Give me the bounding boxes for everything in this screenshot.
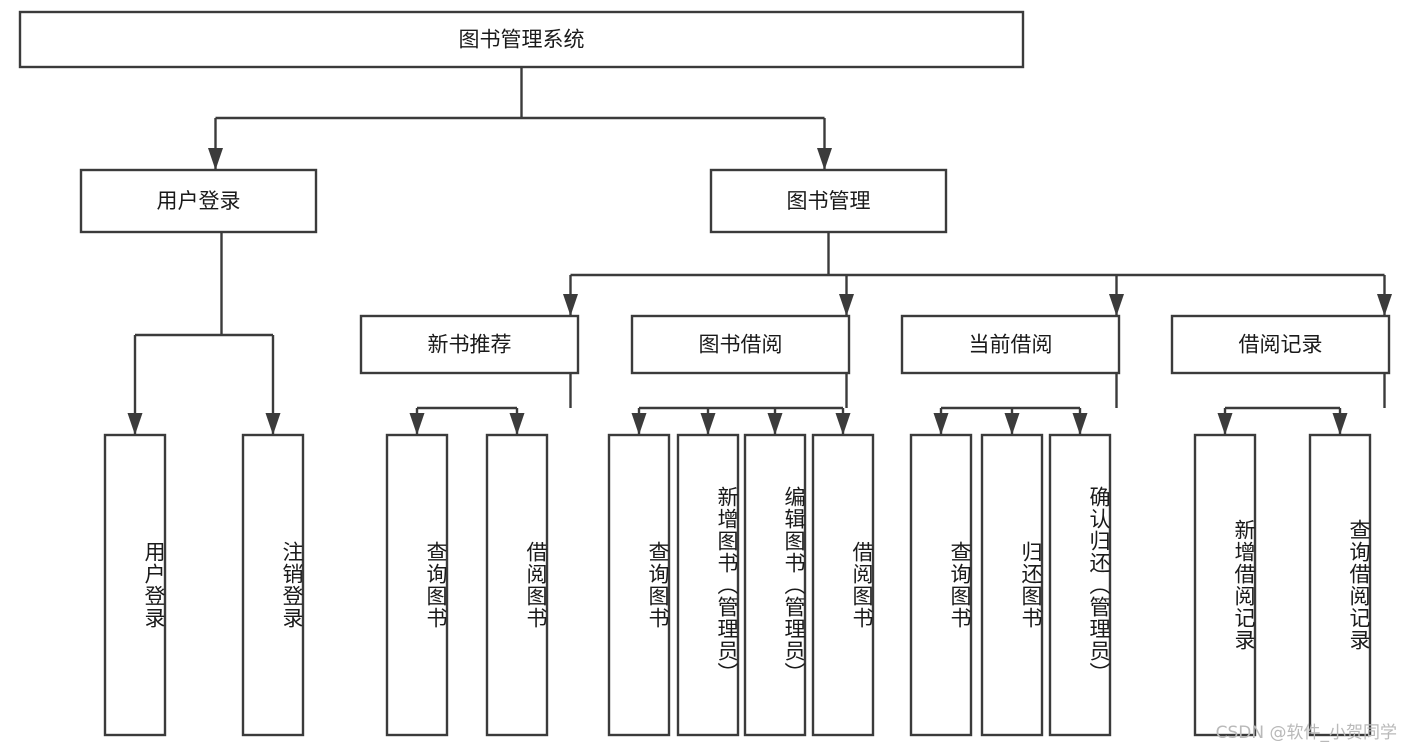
node-level3-label-2: 当前借阅 bbox=[969, 333, 1053, 357]
node-leaf-6[interactable] bbox=[743, 433, 807, 737]
node-leaf-5[interactable] bbox=[676, 433, 740, 737]
node-level3-0[interactable] bbox=[359, 314, 580, 375]
arrow-head bbox=[563, 294, 578, 316]
node-level3-2[interactable] bbox=[900, 314, 1121, 375]
arrow-head bbox=[835, 413, 851, 435]
arrow-head bbox=[127, 413, 143, 435]
arrow-head bbox=[817, 148, 832, 170]
node-level2-0[interactable] bbox=[79, 168, 318, 234]
node-level3-3[interactable] bbox=[1170, 314, 1391, 375]
connector-layer bbox=[127, 67, 1392, 435]
box-layer bbox=[18, 10, 1391, 737]
node-leaf-11[interactable] bbox=[1193, 433, 1257, 737]
arrow-head bbox=[700, 413, 716, 435]
node-level2-label-0: 用户登录 bbox=[157, 189, 241, 213]
arrow-head bbox=[631, 413, 647, 435]
arrow-head bbox=[1072, 413, 1088, 435]
node-leaf-2[interactable] bbox=[385, 433, 449, 737]
node-root[interactable] bbox=[18, 10, 1025, 69]
arrow-head bbox=[839, 294, 854, 316]
csdn-watermark: CSDN @软件_小贺同学 bbox=[1215, 723, 1397, 743]
node-leaf-9[interactable] bbox=[980, 433, 1044, 737]
arrow-head bbox=[933, 413, 949, 435]
node-level2-label-1: 图书管理 bbox=[787, 189, 871, 213]
node-leaf-12[interactable] bbox=[1308, 433, 1372, 737]
arrow-head bbox=[1217, 413, 1233, 435]
arrow-head bbox=[1004, 413, 1020, 435]
node-level3-label-1: 图书借阅 bbox=[699, 333, 783, 357]
arrow-head bbox=[1377, 294, 1392, 316]
arrow-head bbox=[1109, 294, 1124, 316]
arrow-head bbox=[1332, 413, 1348, 435]
arrow-head bbox=[767, 413, 783, 435]
node-leaf-0[interactable] bbox=[103, 433, 167, 737]
node-leaf-10[interactable] bbox=[1048, 433, 1112, 737]
node-level3-1[interactable] bbox=[630, 314, 851, 375]
node-leaf-8[interactable] bbox=[909, 433, 973, 737]
arrow-head bbox=[409, 413, 425, 435]
arrow-head bbox=[208, 148, 223, 170]
arrow-head bbox=[265, 413, 281, 435]
node-leaf-7[interactable] bbox=[811, 433, 875, 737]
node-leaf-1[interactable] bbox=[241, 433, 305, 737]
node-level3-label-0: 新书推荐 bbox=[428, 333, 512, 357]
node-root-label: 图书管理系统 bbox=[459, 28, 585, 52]
node-leaf-4[interactable] bbox=[607, 433, 671, 737]
node-level2-1[interactable] bbox=[709, 168, 948, 234]
node-level3-label-3: 借阅记录 bbox=[1239, 333, 1323, 357]
arrow-head bbox=[509, 413, 525, 435]
node-leaf-3[interactable] bbox=[485, 433, 549, 737]
